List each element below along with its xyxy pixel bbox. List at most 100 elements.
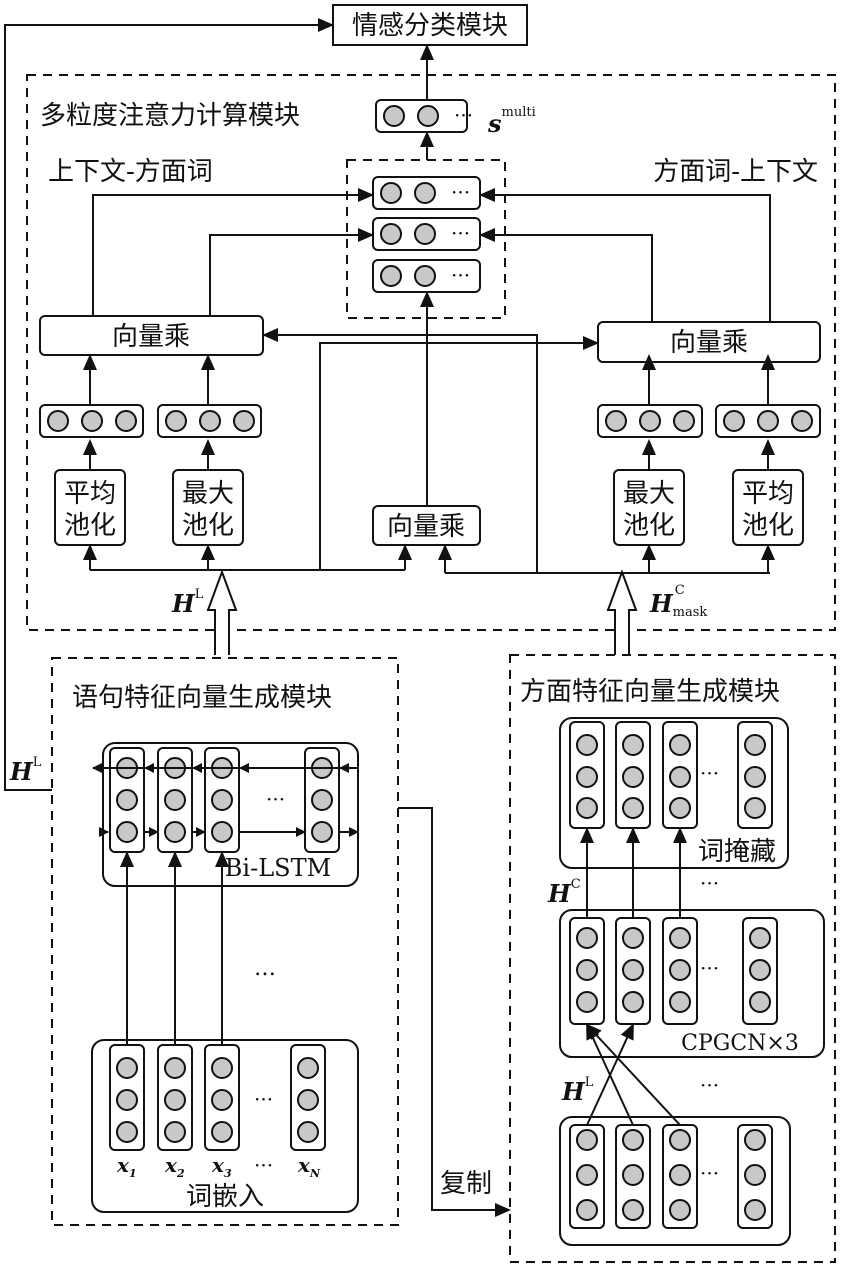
aspect-module-boundary — [509, 654, 836, 1263]
node-circle — [47, 410, 69, 432]
node-circle — [744, 1129, 766, 1151]
node-circle — [297, 1121, 319, 1143]
node-circle — [414, 223, 436, 245]
bilstm-label: Bi-LSTM — [225, 854, 331, 882]
vector-mul-right: 向量乘 — [597, 321, 821, 363]
node-circle — [622, 734, 644, 756]
concat-boundary — [346, 159, 506, 319]
node-circle — [297, 1057, 319, 1079]
sentence-module-boundary — [51, 657, 399, 1226]
ellipsis: ··· — [700, 956, 719, 980]
ellipsis: ··· — [454, 103, 473, 127]
svg-text:池化: 池化 — [64, 511, 116, 541]
x-token-label: x2 — [164, 1153, 185, 1180]
arrow-right-mul-concat1 — [479, 188, 771, 322]
feedback-hl-arrow — [4, 18, 334, 791]
sentence-module-title: 语句特征向量生成模块 — [72, 683, 332, 713]
node-circle — [199, 410, 221, 432]
node-circle — [211, 1057, 233, 1079]
node-circle — [383, 105, 405, 127]
node-circle — [744, 1164, 766, 1186]
node-circle — [311, 789, 333, 811]
avg-pool-right: 平均 池化 — [732, 469, 804, 546]
node-circle — [233, 410, 255, 432]
hl-label: HL — [171, 587, 204, 618]
ellipsis: ··· — [254, 1153, 273, 1177]
vector-mul-left: 向量乘 — [39, 315, 264, 356]
node-circle — [164, 1089, 186, 1111]
ellipsis: ··· — [700, 761, 719, 785]
node-circle — [576, 766, 598, 788]
node-circle — [639, 410, 661, 432]
node-circle — [669, 734, 691, 756]
node-circle — [673, 410, 695, 432]
svg-text:向量乘: 向量乘 — [112, 322, 190, 352]
node-circle — [576, 1129, 598, 1151]
aspect-module-title: 方面特征向量生成模块 — [520, 677, 780, 707]
node-circle — [791, 410, 813, 432]
vector-mul-center: 向量乘 — [372, 505, 481, 546]
node-circle — [164, 1057, 186, 1079]
arrow-gcn-cross — [586, 1023, 634, 1126]
node-circle — [211, 821, 233, 843]
node-circle — [669, 959, 691, 981]
context-aspect-label: 上下文-方面词 — [48, 157, 213, 187]
x-token-label: xN — [297, 1153, 321, 1180]
node-circle — [116, 1057, 138, 1079]
svg-text:平均: 平均 — [742, 479, 794, 509]
node-circle — [211, 789, 233, 811]
hc-hollow-arrow — [606, 569, 638, 655]
node-circle — [669, 1199, 691, 1221]
svg-text:向量乘: 向量乘 — [670, 328, 748, 358]
ellipsis: ··· — [451, 263, 470, 287]
arrow-hl-to-right-mul — [319, 336, 599, 570]
node-circle — [622, 1164, 644, 1186]
node-circle — [622, 797, 644, 819]
node-circle — [211, 1089, 233, 1111]
node-circle — [576, 959, 598, 981]
node-circle — [380, 182, 402, 204]
ellipsis: ··· — [451, 180, 470, 204]
x-token-label: x3 — [211, 1153, 232, 1180]
ellipsis: ··· — [254, 1087, 273, 1111]
node-circle — [576, 1164, 598, 1186]
node-circle — [749, 959, 771, 981]
node-circle — [414, 265, 436, 287]
node-circle — [165, 410, 187, 432]
node-circle — [417, 105, 439, 127]
node-circle — [576, 734, 598, 756]
svg-text:最大: 最大 — [182, 479, 234, 509]
node-circle — [669, 927, 691, 949]
node-circle — [576, 797, 598, 819]
max-pool-right: 最大 池化 — [613, 469, 685, 546]
ellipsis: ··· — [451, 221, 470, 245]
node-circle — [622, 959, 644, 981]
ellipsis: ··· — [700, 1073, 719, 1097]
svg-text:池化: 池化 — [623, 511, 675, 541]
aspect-context-label: 方面词-上下文 — [653, 157, 818, 187]
ellipsis: ··· — [266, 787, 285, 811]
node-circle — [669, 766, 691, 788]
node-circle — [744, 797, 766, 819]
node-circle — [164, 821, 186, 843]
node-circle — [622, 991, 644, 1013]
node-circle — [116, 789, 138, 811]
node-circle — [297, 1089, 319, 1111]
copy-arrow — [398, 807, 511, 1217]
arrow-gcn-cross — [585, 1023, 681, 1126]
node-circle — [164, 1121, 186, 1143]
arrow-right-mul-concat2 — [479, 228, 653, 322]
node-circle — [576, 927, 598, 949]
node-circle — [749, 991, 771, 1013]
node-circle — [380, 223, 402, 245]
node-circle — [622, 1199, 644, 1221]
node-circle — [164, 789, 186, 811]
svg-text:向量乘: 向量乘 — [387, 512, 465, 542]
attention-module-title: 多粒度注意力计算模块 — [40, 101, 300, 131]
arrow-left-mul-concat1 — [92, 188, 374, 316]
node-circle — [669, 797, 691, 819]
svg-text:最大: 最大 — [623, 479, 675, 509]
feedback-hl-label: HL — [9, 755, 42, 786]
